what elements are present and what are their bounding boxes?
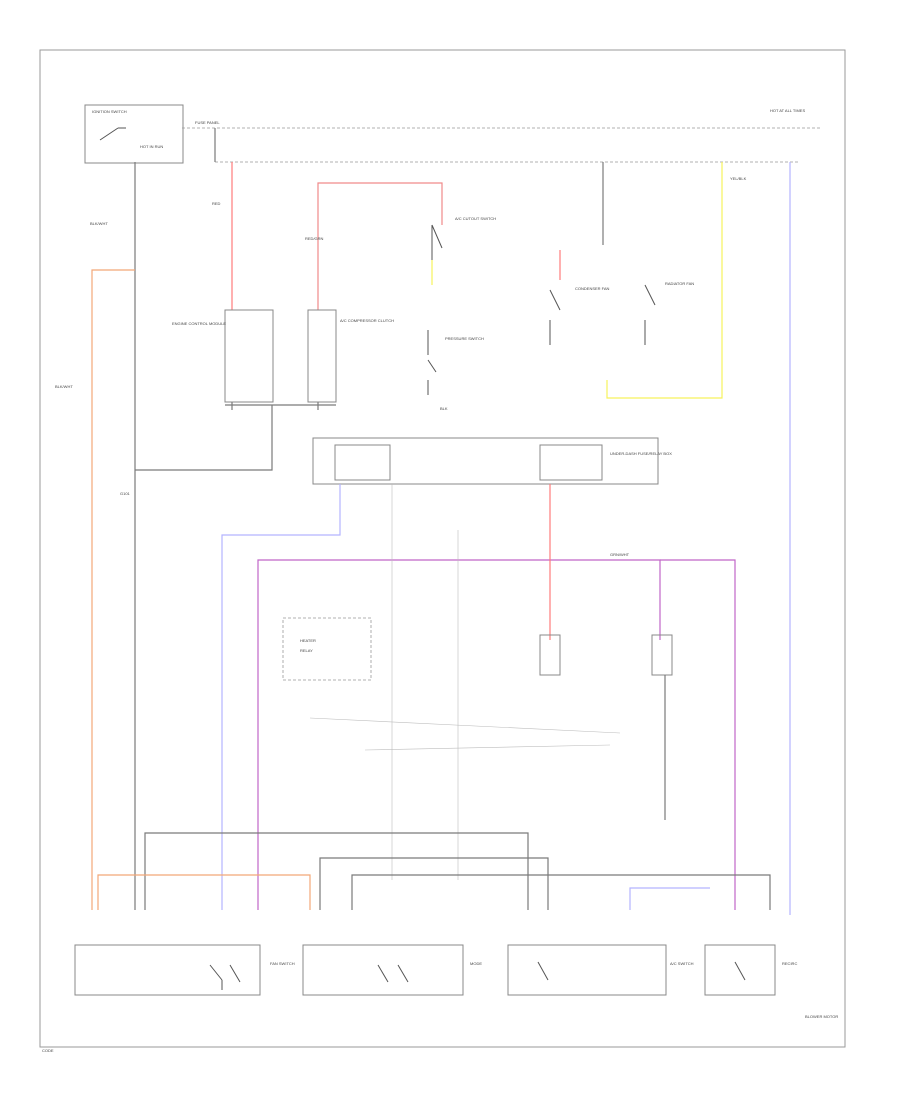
orange-wire-left <box>91 269 135 910</box>
relay-box-label: UNDER-DASH FUSE/RELAY BOX <box>610 451 672 456</box>
heater-relay-box <box>282 617 372 681</box>
recirc-switch-contacts <box>734 961 746 981</box>
relay-box <box>312 437 659 485</box>
blk-mid-label: BLK <box>440 406 448 411</box>
mode-switch-contacts <box>377 964 409 983</box>
cutout-switch-contact <box>431 224 443 270</box>
blower-label: BLOWER MOTOR <box>805 1014 838 1019</box>
heater-relay-label: HEATER <box>300 638 316 643</box>
orange-bottom-wire <box>97 874 311 910</box>
ecm-box-left <box>224 309 274 403</box>
radiator-relay-box <box>651 634 673 676</box>
pressure-switch-contact <box>427 330 437 395</box>
fuse-panel-label: FUSE PANEL <box>195 120 220 125</box>
relay-box-inner-right <box>539 444 603 481</box>
ecm-box-right <box>307 309 337 403</box>
ac-switch-contacts <box>537 961 549 981</box>
diagram-frame <box>39 49 846 1048</box>
yel-blk-label: YEL/BLK <box>730 176 747 181</box>
purple-wire <box>257 559 661 910</box>
footer-code: CODE <box>42 1048 54 1053</box>
condenser-switch-contact <box>549 289 561 345</box>
red-grn-label: RED/GRN <box>305 236 324 241</box>
red-wire-label: RED <box>212 201 221 206</box>
ignition-switch-label: IGNITION SWITCH <box>92 109 127 114</box>
mid-signal-wire-1 <box>309 717 621 734</box>
blue-wire-left <box>221 484 341 910</box>
condenser-label: CONDENSER FAN <box>575 286 610 291</box>
ignition-switch-contact <box>99 127 126 141</box>
fan-switch-contacts <box>209 964 241 990</box>
ecm-label: ENGINE CONTROL MODULE <box>172 321 226 326</box>
ignition-switch-box <box>84 104 184 164</box>
recirc-switch-box <box>704 944 776 996</box>
bottom-harness-3 <box>351 874 771 910</box>
cutout-switch-label: A/C CUTOUT SWITCH <box>455 216 496 221</box>
ac-switch-label: A/C SWITCH <box>670 961 694 966</box>
fan-switch-box <box>74 944 261 996</box>
bottom-harness-1 <box>144 832 529 910</box>
radiator-switch-contact <box>644 284 656 345</box>
ac-switch-box <box>507 944 667 996</box>
pink-wire <box>317 182 443 310</box>
fan-switch-label: FAN SWITCH <box>270 961 295 966</box>
ecm-ground-wire <box>225 402 336 410</box>
pressure-switch-label: PRESSURE SWITCH <box>445 336 484 341</box>
orange-wire-label: BLK/WHT <box>55 384 73 389</box>
bottom-harness-2 <box>319 857 549 910</box>
mode-label: MODE <box>470 961 482 966</box>
blk-wht-left-label: BLK/WHT <box>90 221 108 226</box>
recirc-label: RECIRC <box>782 961 797 966</box>
radiator-label: RADIATOR FAN <box>665 281 694 286</box>
ground-label: G101 <box>120 491 131 496</box>
purple-wire-right <box>660 559 736 910</box>
hot-fuse-label: HOT AT ALL TIMES <box>770 108 805 113</box>
ecm-to-left-wire <box>135 405 273 471</box>
mid-signal-wire-2 <box>364 744 611 751</box>
grn-wht-label: GRN/WHT <box>610 552 630 557</box>
relay-box-inner-left <box>334 444 391 481</box>
blue-bottom-wire <box>629 887 710 910</box>
compressor-label: A/C COMPRESSOR CLUTCH <box>340 318 394 323</box>
yellow-wire-right <box>606 162 723 399</box>
ignition-run-label: HOT IN RUN <box>140 144 163 149</box>
compressor-relay-box <box>539 634 561 676</box>
relay-label: RELAY <box>300 648 313 653</box>
mode-switch-box <box>302 944 464 996</box>
